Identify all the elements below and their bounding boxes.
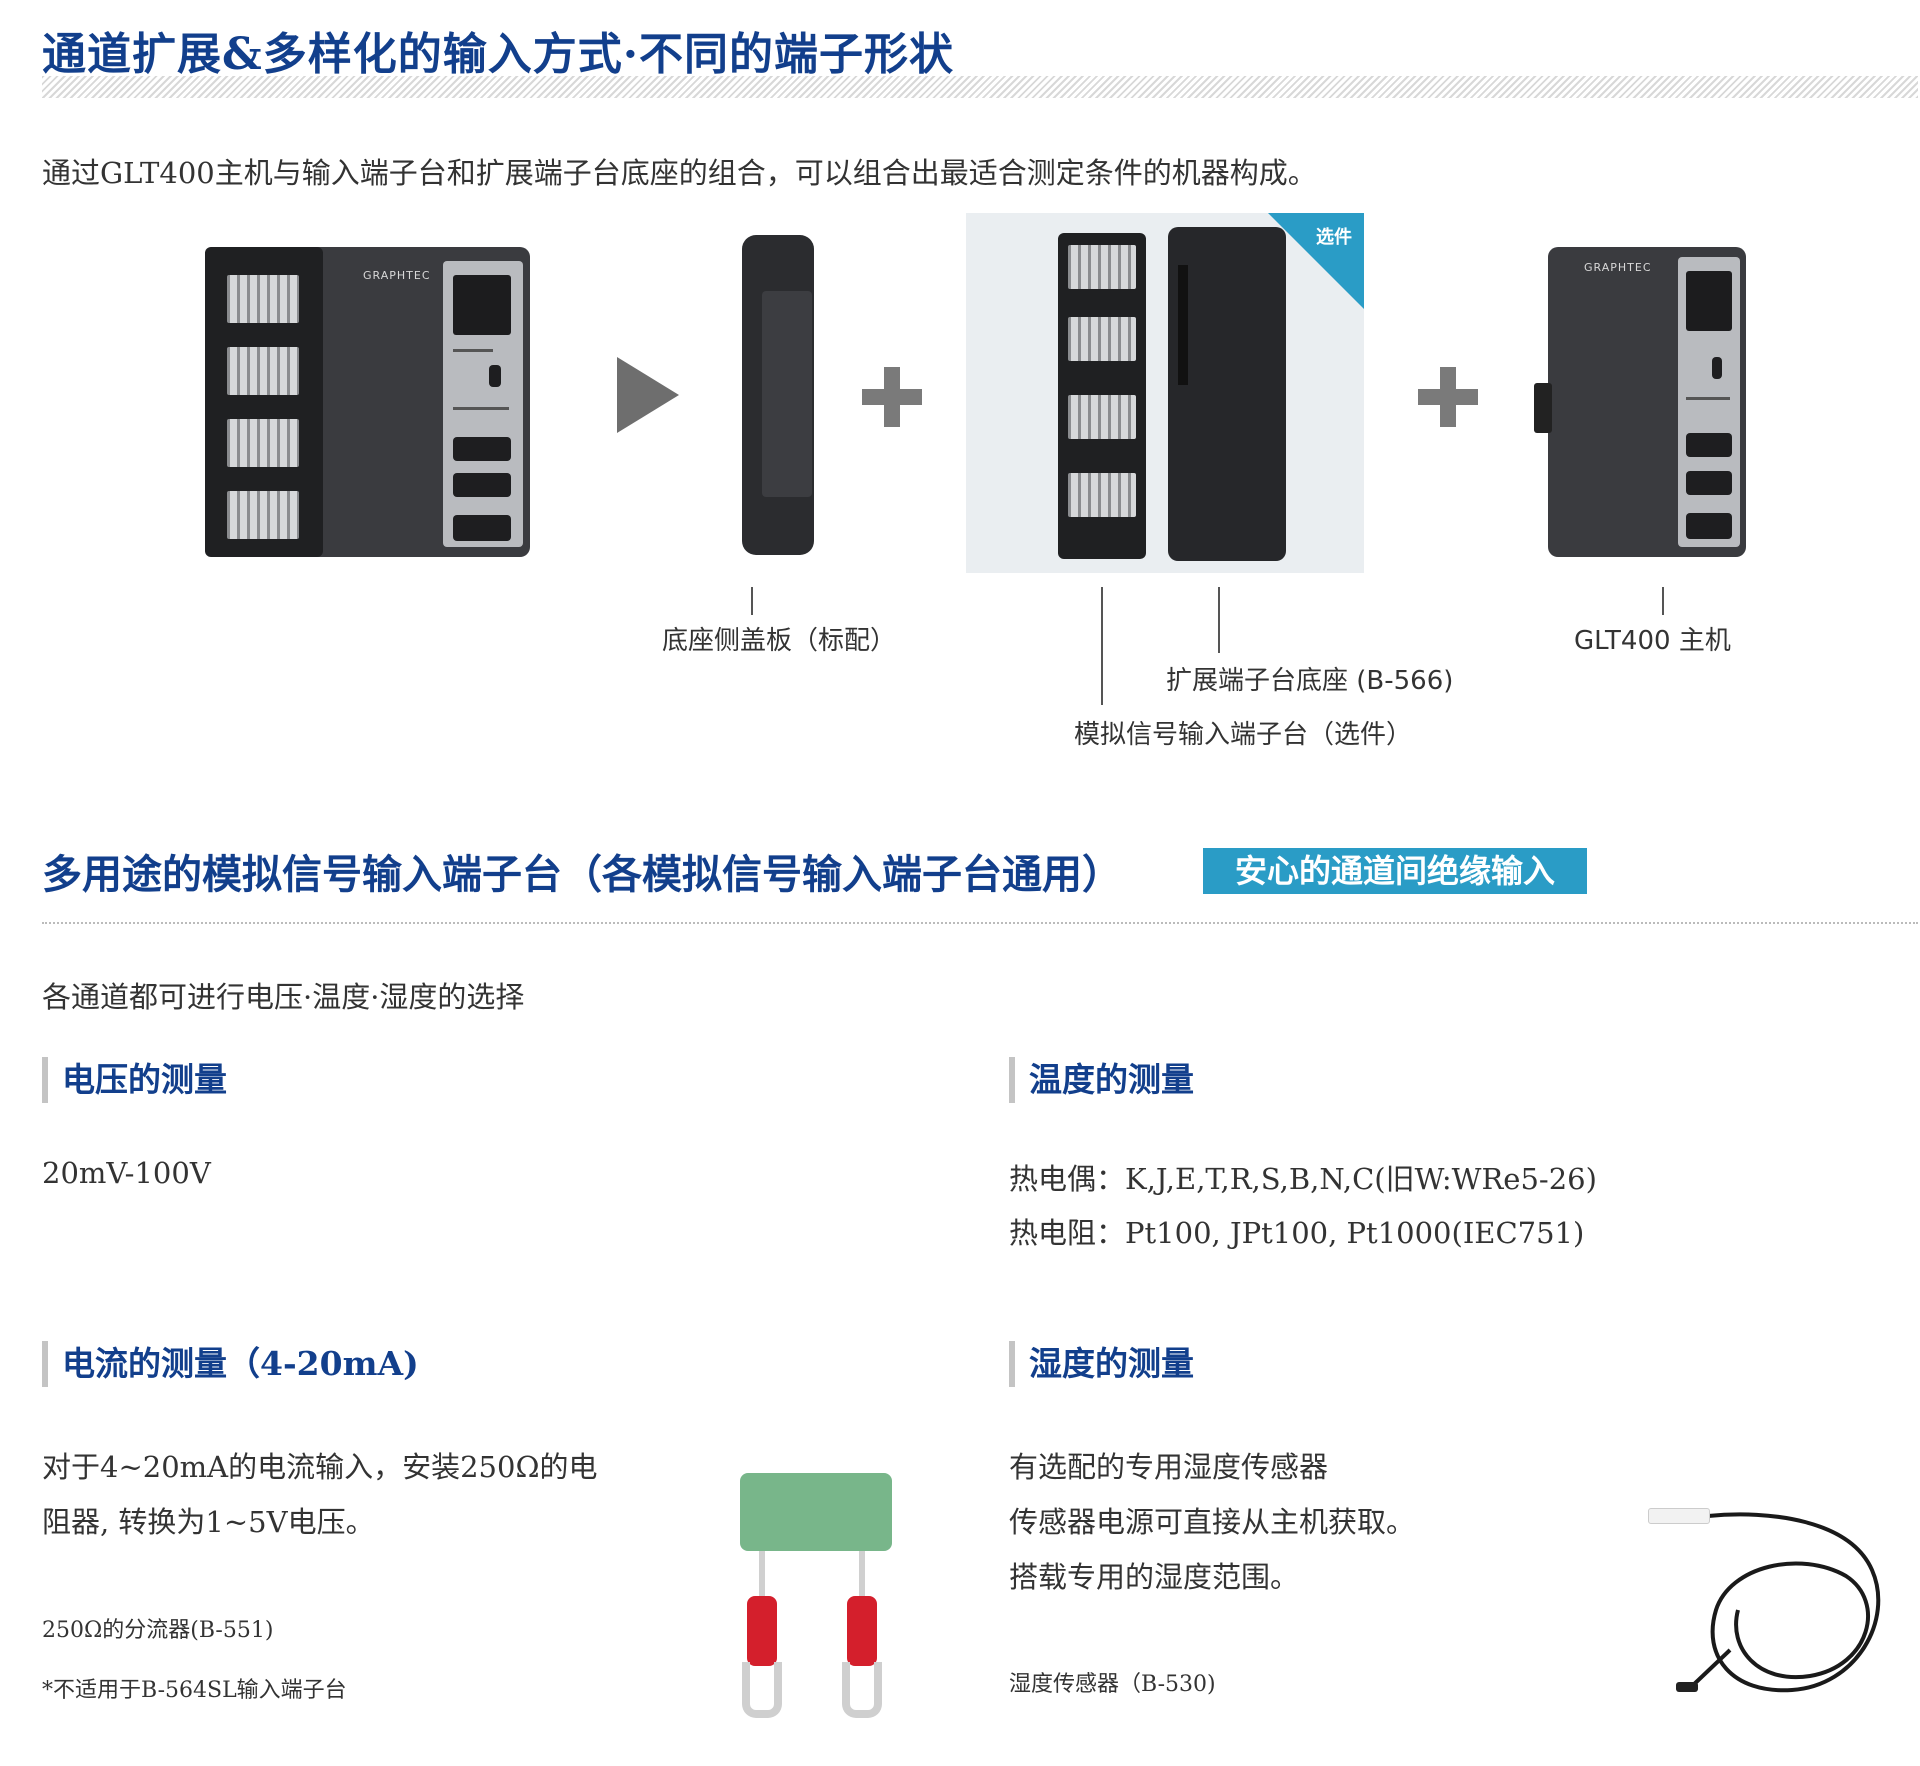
display-screen bbox=[1686, 271, 1732, 331]
temperature-heading: 温度的测量 bbox=[1009, 1057, 1194, 1103]
current-description: 对于4~20mA的电流输入，安装250Ω的电 阻器, 转换为1~5V电压。 bbox=[42, 1450, 598, 1539]
side-cover-bracket bbox=[762, 291, 812, 497]
glt400-main-unit-image: GRAPHTEC bbox=[1548, 247, 1746, 557]
rtd-types: 热电阻：Pt100, JPt100, Pt1000(IEC751) bbox=[1009, 1216, 1585, 1250]
humidity-description: 有选配的专用湿度传感器 传感器电源可直接从主机获取。 搭载专用的湿度范围。 bbox=[1009, 1450, 1416, 1594]
thermocouple-types: 热电偶：K,J,E,T,R,S,B,N,C(旧W:WRe5-26) bbox=[1009, 1162, 1597, 1196]
section-title-channel-expansion: 通道扩展&多样化的输入方式·不同的端子形状 bbox=[42, 29, 955, 80]
clear-key bbox=[453, 437, 511, 461]
section-title-analog-terminal: 多用途的模拟信号输入端子台（各模拟信号输入端子台通用） bbox=[42, 851, 1122, 898]
isolation-badge: 安心的通道间绝缘输入 bbox=[1203, 848, 1587, 894]
humidity-heading: 湿度的测量 bbox=[1009, 1341, 1194, 1387]
caption-extension-base: 扩展端子台底座 (B-566) bbox=[1166, 666, 1454, 696]
brand-logo: GRAPHTEC bbox=[1584, 261, 1652, 274]
terminal-row bbox=[227, 419, 299, 467]
function-key bbox=[1686, 471, 1732, 495]
caption-main-unit: GLT400 主机 bbox=[1574, 626, 1731, 656]
humidity-sensor-note: 湿度传感器（B-530) bbox=[1009, 1672, 1216, 1697]
option-corner-badge: 选件 bbox=[1268, 213, 1364, 309]
caption-side-cover: 底座侧盖板（标配） bbox=[662, 626, 897, 656]
caption-analog-terminal: 模拟信号输入端子台（选件） bbox=[1074, 720, 1413, 750]
product-combination-illustration: GRAPHTEC 选件 GRAPHTEC bbox=[0, 205, 1920, 765]
intro-text: 通过GLT400主机与输入端子台和扩展端子台底座的组合，可以组合出最适合测定条件… bbox=[42, 156, 1317, 190]
clear-key bbox=[1686, 433, 1732, 457]
plus-icon bbox=[1418, 367, 1478, 427]
start-stop-key bbox=[1686, 513, 1732, 539]
voltage-heading: 电压的测量 bbox=[42, 1057, 227, 1103]
start-stop-key bbox=[453, 515, 511, 541]
terminal-row bbox=[227, 347, 299, 395]
not-applicable-note: *不适用于B-564SL输入端子台 bbox=[42, 1678, 347, 1703]
sensor-cable-coil bbox=[1676, 1512, 1881, 1693]
title-underline-hatch bbox=[42, 76, 1918, 98]
arrow-right-icon bbox=[617, 357, 679, 433]
current-heading: 电流的测量（4-20mA) bbox=[42, 1341, 419, 1387]
control-panel bbox=[1678, 257, 1740, 547]
brand-logo: GRAPHTEC bbox=[363, 269, 431, 282]
section2-intro: 各通道都可进行电压·温度·湿度的选择 bbox=[42, 980, 525, 1014]
display-screen bbox=[453, 275, 511, 335]
plus-icon bbox=[862, 367, 922, 427]
function-key bbox=[453, 473, 511, 497]
toggle-switch bbox=[489, 365, 501, 387]
main-unit-with-terminal-image: GRAPHTEC bbox=[205, 247, 530, 557]
control-panel bbox=[443, 261, 523, 547]
section-divider bbox=[42, 922, 1918, 924]
voltage-range: 20mV-100V bbox=[42, 1156, 211, 1190]
shunt-resistor-note: 250Ω的分流器(B-551) bbox=[42, 1618, 274, 1643]
toggle-switch bbox=[1712, 357, 1722, 379]
terminal-row bbox=[227, 275, 299, 323]
terminal-row bbox=[227, 491, 299, 539]
